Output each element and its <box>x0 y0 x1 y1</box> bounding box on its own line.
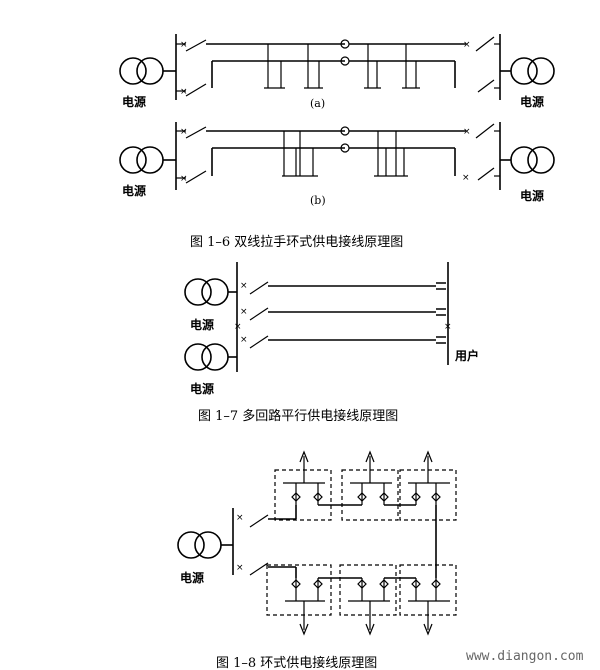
source-label: 电源 <box>190 317 214 332</box>
subfigure-label: (a) <box>310 97 325 110</box>
transformer-coil <box>510 57 538 85</box>
figure-1-6b: 电源 × × × × 电源 (b) <box>119 122 555 207</box>
source-label: 电源 <box>122 183 146 198</box>
figure-caption: 图 1–7 多回路平行供电接线原理图 <box>198 408 398 424</box>
svg-text:×: × <box>234 322 242 332</box>
svg-text:×: × <box>236 513 244 523</box>
source-label: 电源 <box>122 94 146 109</box>
svg-text:×: × <box>180 40 188 50</box>
svg-text:×: × <box>463 127 471 137</box>
figure-1-6a: 电源 × × × 电源 (a) <box>119 34 555 110</box>
user-label: 用户 <box>454 348 479 363</box>
figure-1-8: 电源 × × <box>177 450 457 636</box>
ring-unit-box <box>274 469 332 521</box>
switch <box>475 36 495 52</box>
figure-caption: 图 1–6 双线拉手环式供电接线原理图 <box>190 234 403 250</box>
ring-unit-box <box>339 564 397 616</box>
svg-text:×: × <box>236 563 244 573</box>
source-label: 电源 <box>520 94 544 109</box>
svg-text:×: × <box>240 307 248 317</box>
svg-text:×: × <box>463 40 471 50</box>
svg-text:×: × <box>444 322 452 332</box>
transformer-coil <box>119 57 147 85</box>
transformer-coil <box>527 57 555 85</box>
switch <box>477 79 495 93</box>
watermark: www.diangon.com <box>466 649 584 664</box>
svg-text:×: × <box>462 173 470 183</box>
source-label: 电源 <box>190 381 214 396</box>
subfigure-label: (b) <box>310 194 326 207</box>
svg-text:×: × <box>180 127 188 137</box>
figure-1-7: 电源 电源 × × × × × 用户 <box>184 262 479 396</box>
switch <box>185 83 207 97</box>
figure-caption: 图 1–8 环式供电接线原理图 <box>216 655 377 670</box>
svg-text:×: × <box>240 335 248 345</box>
svg-text:×: × <box>180 174 188 184</box>
transformer-coil <box>136 57 164 85</box>
source-label: 电源 <box>180 570 204 585</box>
source-label: 电源 <box>520 188 544 203</box>
svg-text:×: × <box>240 281 248 291</box>
svg-text:×: × <box>180 87 188 97</box>
ring-unit-box <box>266 564 332 616</box>
switch <box>185 39 207 52</box>
